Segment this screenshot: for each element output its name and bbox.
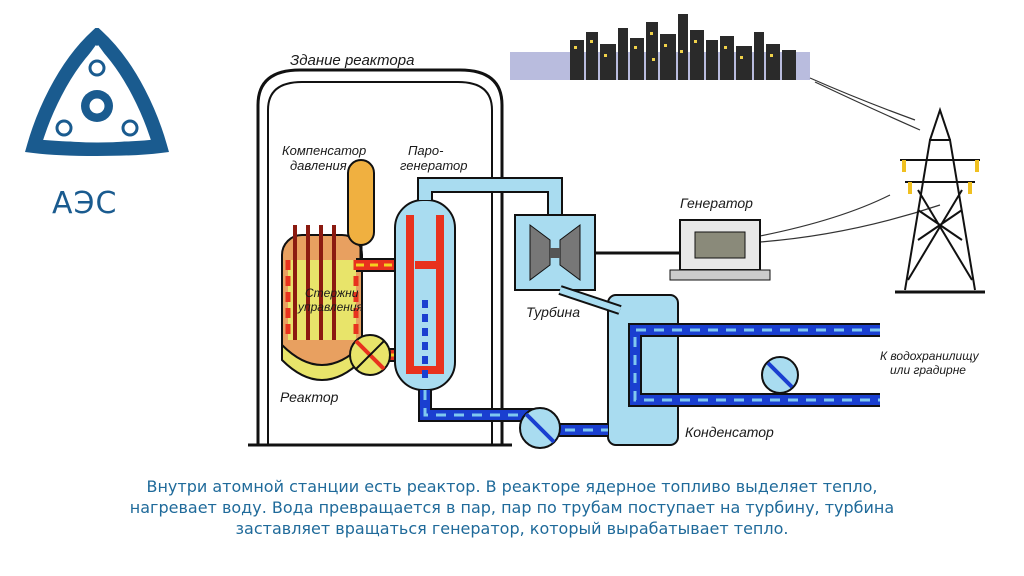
turbine-label: Турбина <box>526 304 580 320</box>
pressurizer-label-1: Компенсатор <box>282 143 366 158</box>
pressurizer-label-2: давления <box>290 158 347 173</box>
caption-line-3: заставляет вращаться генератор, который … <box>235 519 789 538</box>
building-label: Здание реактора <box>290 52 414 69</box>
caption: Внутри атомной станции есть реактор. В р… <box>40 476 984 539</box>
outlet-label-2: или градирне <box>890 363 966 377</box>
logo-title: АЭС <box>52 186 118 221</box>
city-skyline <box>510 14 810 80</box>
generator-label: Генератор <box>680 195 753 211</box>
outlet-label-1: К водохранилищу <box>880 349 980 363</box>
transmission-tower <box>895 106 985 294</box>
turbine <box>514 214 680 291</box>
feedwater-pump <box>519 407 561 449</box>
control-rods-label-2: управления <box>297 300 364 314</box>
insulators <box>902 160 979 194</box>
control-rods-label-1: Стержни <box>305 286 359 300</box>
steam-gen-label-2: генератор <box>400 158 467 173</box>
steam-generator <box>394 199 456 391</box>
caption-line-2: нагревает воду. Вода превращается в пар,… <box>129 498 895 517</box>
generator <box>669 219 771 281</box>
reactor-label: Реактор <box>280 389 339 405</box>
cooling-pump <box>761 356 799 394</box>
pressurizer <box>347 159 375 258</box>
reactor-vessel <box>281 225 363 381</box>
primary-pump <box>349 334 391 376</box>
reactor-building <box>248 68 512 447</box>
steam-pipe <box>417 177 563 215</box>
cooling-loop <box>628 323 880 407</box>
steam-gen-label-1: Паро- <box>408 143 444 158</box>
atom-icon <box>25 26 169 156</box>
feedwater-loop <box>418 390 608 437</box>
condenser-label: Конденсатор <box>685 424 774 440</box>
caption-line-1: Внутри атомной станции есть реактор. В р… <box>146 477 878 496</box>
atom-logo <box>22 26 172 163</box>
npp-diagram: Здание реактора <box>248 14 985 449</box>
